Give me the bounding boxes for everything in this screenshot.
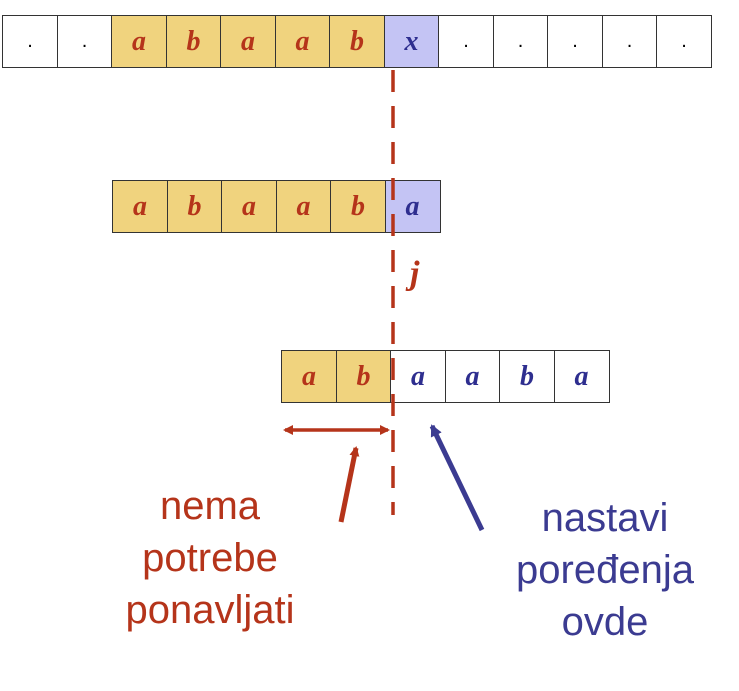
- pattern-cell-mismatch: a: [384, 180, 441, 233]
- skip-pointer-arrow: [338, 446, 360, 523]
- text-cell-matched: b: [329, 15, 385, 68]
- pattern-cell: a: [444, 350, 501, 403]
- note-line: ovde: [561, 600, 649, 644]
- pattern-cell-prefix: b: [335, 350, 392, 403]
- pattern-cell-matched: b: [330, 180, 386, 233]
- pattern-cell-matched: a: [112, 180, 168, 233]
- note-line: nema: [159, 484, 261, 528]
- note-line: ponavljati: [125, 588, 295, 632]
- pattern-cell: a: [553, 350, 610, 403]
- pattern-cell-matched: b: [166, 180, 223, 233]
- text-cell: .: [656, 15, 712, 68]
- pattern-cell-matched: a: [275, 180, 332, 233]
- no-repeat-note: nema potrebe ponavljati: [80, 480, 340, 636]
- index-j-label: j: [410, 255, 420, 292]
- text-cell-mismatch: x: [383, 15, 440, 68]
- text-cell: .: [601, 15, 658, 68]
- note-line: potrebe: [142, 536, 278, 580]
- text-cell: .: [2, 15, 58, 68]
- text-cell-matched: b: [165, 15, 222, 68]
- text-cell-matched: a: [274, 15, 331, 68]
- pattern-cell-prefix: a: [281, 350, 337, 403]
- note-line: nastavi: [541, 496, 669, 540]
- text-cell-matched: a: [220, 15, 276, 68]
- pattern-row-first: a b a a b a: [112, 180, 441, 233]
- pattern-cell: b: [499, 350, 555, 403]
- text-cell: .: [438, 15, 494, 68]
- note-line: poređenja: [516, 548, 694, 592]
- text-cell: .: [492, 15, 549, 68]
- pattern-cell: a: [390, 350, 446, 403]
- continue-pointer-arrow: [429, 424, 485, 532]
- text-row: . . a b a a b x . . . . .: [2, 15, 712, 68]
- continue-here-note: nastavi poređenja ovde: [470, 492, 739, 648]
- pattern-row-shifted: a b a a b a: [281, 350, 610, 403]
- text-cell: .: [56, 15, 113, 68]
